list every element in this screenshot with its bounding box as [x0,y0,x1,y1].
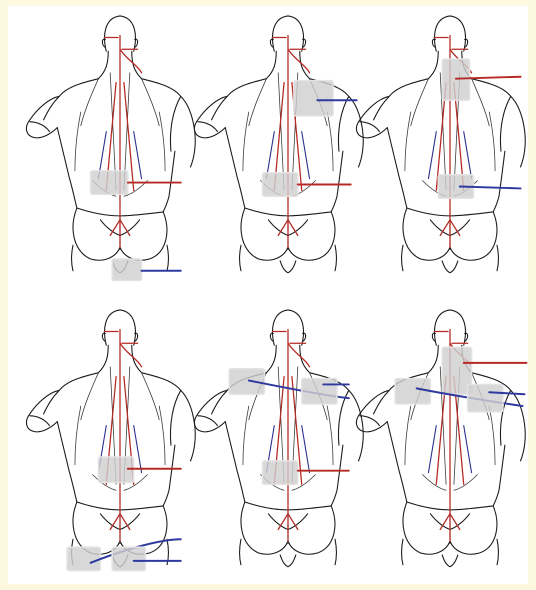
left-trapezius [81,373,99,420]
left-flank [57,422,77,502]
right-thigh [497,245,498,270]
right-buttock-electrode [112,547,181,571]
left-shoulder-electrode-pad [229,369,264,394]
right-shoulder-line [472,79,526,167]
left-lat [75,406,81,465]
right-shoulder-electrode-pad [302,379,337,404]
left-trapezius [249,79,267,126]
right-lat [327,406,333,465]
right-buttock [120,212,167,260]
neck-left [98,345,108,372]
left-flank [225,128,245,208]
panel-5 [194,310,363,567]
right-trapezius [142,79,160,126]
right-lat [489,112,495,171]
left-flank [225,422,245,502]
lower-back-electrode [263,461,349,485]
neck-right [132,345,142,372]
buttock-electrode-pad [112,259,141,281]
left-trapezius [81,79,99,126]
right-shoulder-electrode-pad [468,384,503,411]
panel-2 [194,16,363,273]
left-arm-fold [198,416,218,426]
neck-electrode-pad [442,59,469,100]
cervical-nerves [104,332,141,367]
left-flank [387,422,407,502]
neck-right [300,345,310,372]
right-lat [327,112,333,171]
right-lumbar [454,475,478,491]
panel-4 [26,310,195,571]
right-shoulder-electrode [302,379,349,404]
inner-thighs [442,555,458,567]
left-arm-fold [30,122,50,132]
left-lat [75,112,81,171]
panel-1 [26,16,195,281]
inner-thighs [442,261,458,273]
lower-back-electrode-pad [91,171,128,195]
right-buttock [288,212,335,260]
neck-right [132,51,142,78]
right-deltoid [500,96,510,151]
left-thigh [71,245,72,270]
neck-left [428,345,438,372]
right-buttock [288,506,335,554]
left-lat [243,406,249,465]
left-flank [57,128,77,208]
right-lat [489,406,495,465]
left-shoulder-electrode-pad [395,379,430,404]
right-thigh [335,245,336,270]
neck-left [428,51,438,78]
left-thigh [239,245,240,270]
lower-back-electrode-pad [98,457,133,482]
neck-left [266,345,276,372]
buttock-electrode [112,259,181,281]
left-flank [387,128,407,208]
right-buttock [450,506,497,554]
left-lumbar [423,475,447,491]
left-arm-fold [30,416,50,426]
cervical-nerves [272,38,309,73]
cervical-nerves [272,332,309,367]
left-buttock-electrode-pad [67,547,100,571]
left-thigh [401,539,402,564]
lower-back-electrode-pad [263,461,298,485]
panel-6 [356,310,526,567]
lower-back-electrode-pad [263,173,298,197]
right-buttock [450,212,497,260]
right-thigh [167,245,168,270]
right-shoulder-electrode [468,384,525,411]
right-deltoid [170,96,180,151]
panel-3 [356,16,525,273]
left-arm-fold [198,122,218,132]
lower-back-electrode [438,175,520,199]
left-thigh [401,245,402,270]
right-lat [159,406,165,465]
right-shoulder-line [142,373,196,461]
left-trapezius [411,79,429,126]
neck-left [98,51,108,78]
cervical-nerves [104,38,141,73]
right-shoulder-line [142,79,196,167]
neck-right [300,51,310,78]
inner-thighs [280,555,296,567]
right-buttock-electrode-pad [112,547,145,571]
right-thigh [497,539,498,564]
right-thigh [335,539,336,564]
left-lat [405,406,411,465]
right-deltoid [338,96,348,151]
right-trapezius [142,373,160,420]
left-lat [405,112,411,171]
right-deltoid [170,390,180,445]
left-thigh [239,539,240,564]
neck-left [266,51,276,78]
inner-thighs [280,261,296,273]
left-lat [243,112,249,171]
right-trapezius [472,79,490,126]
shoulder-electrode-pad [294,81,333,116]
right-lat [159,112,165,171]
